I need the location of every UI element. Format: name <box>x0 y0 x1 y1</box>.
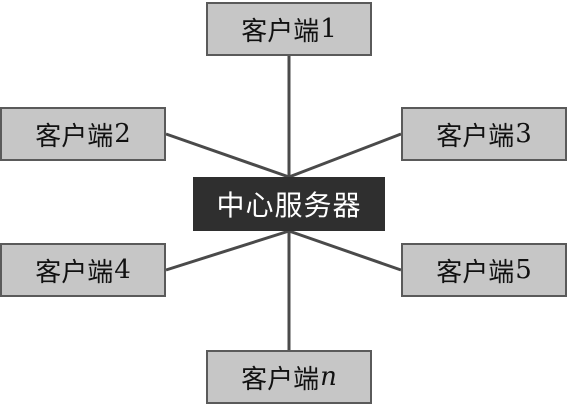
client-n-label: 客户端 <box>241 364 320 395</box>
client-1-label: 客户端 <box>241 16 320 47</box>
link-client-3 <box>288 132 402 179</box>
center-server-box: 中心服务器 <box>193 177 385 231</box>
client-4-label: 客户端 <box>35 257 114 288</box>
client-2-number: 2 <box>114 119 131 149</box>
client-3-number: 3 <box>515 119 532 149</box>
client-5-number: 5 <box>515 255 532 285</box>
link-client-2 <box>165 132 290 179</box>
client-5-label: 客户端 <box>436 257 515 288</box>
client-4-number: 4 <box>114 255 131 285</box>
link-client-4 <box>165 229 290 272</box>
client-3-label: 客户端 <box>436 121 515 152</box>
client-1-number: 1 <box>320 14 337 44</box>
center-server-label: 中心服务器 <box>216 189 362 222</box>
client-2-label: 客户端 <box>35 121 114 152</box>
client-n-number: n <box>320 362 337 392</box>
link-client-5 <box>288 229 402 272</box>
